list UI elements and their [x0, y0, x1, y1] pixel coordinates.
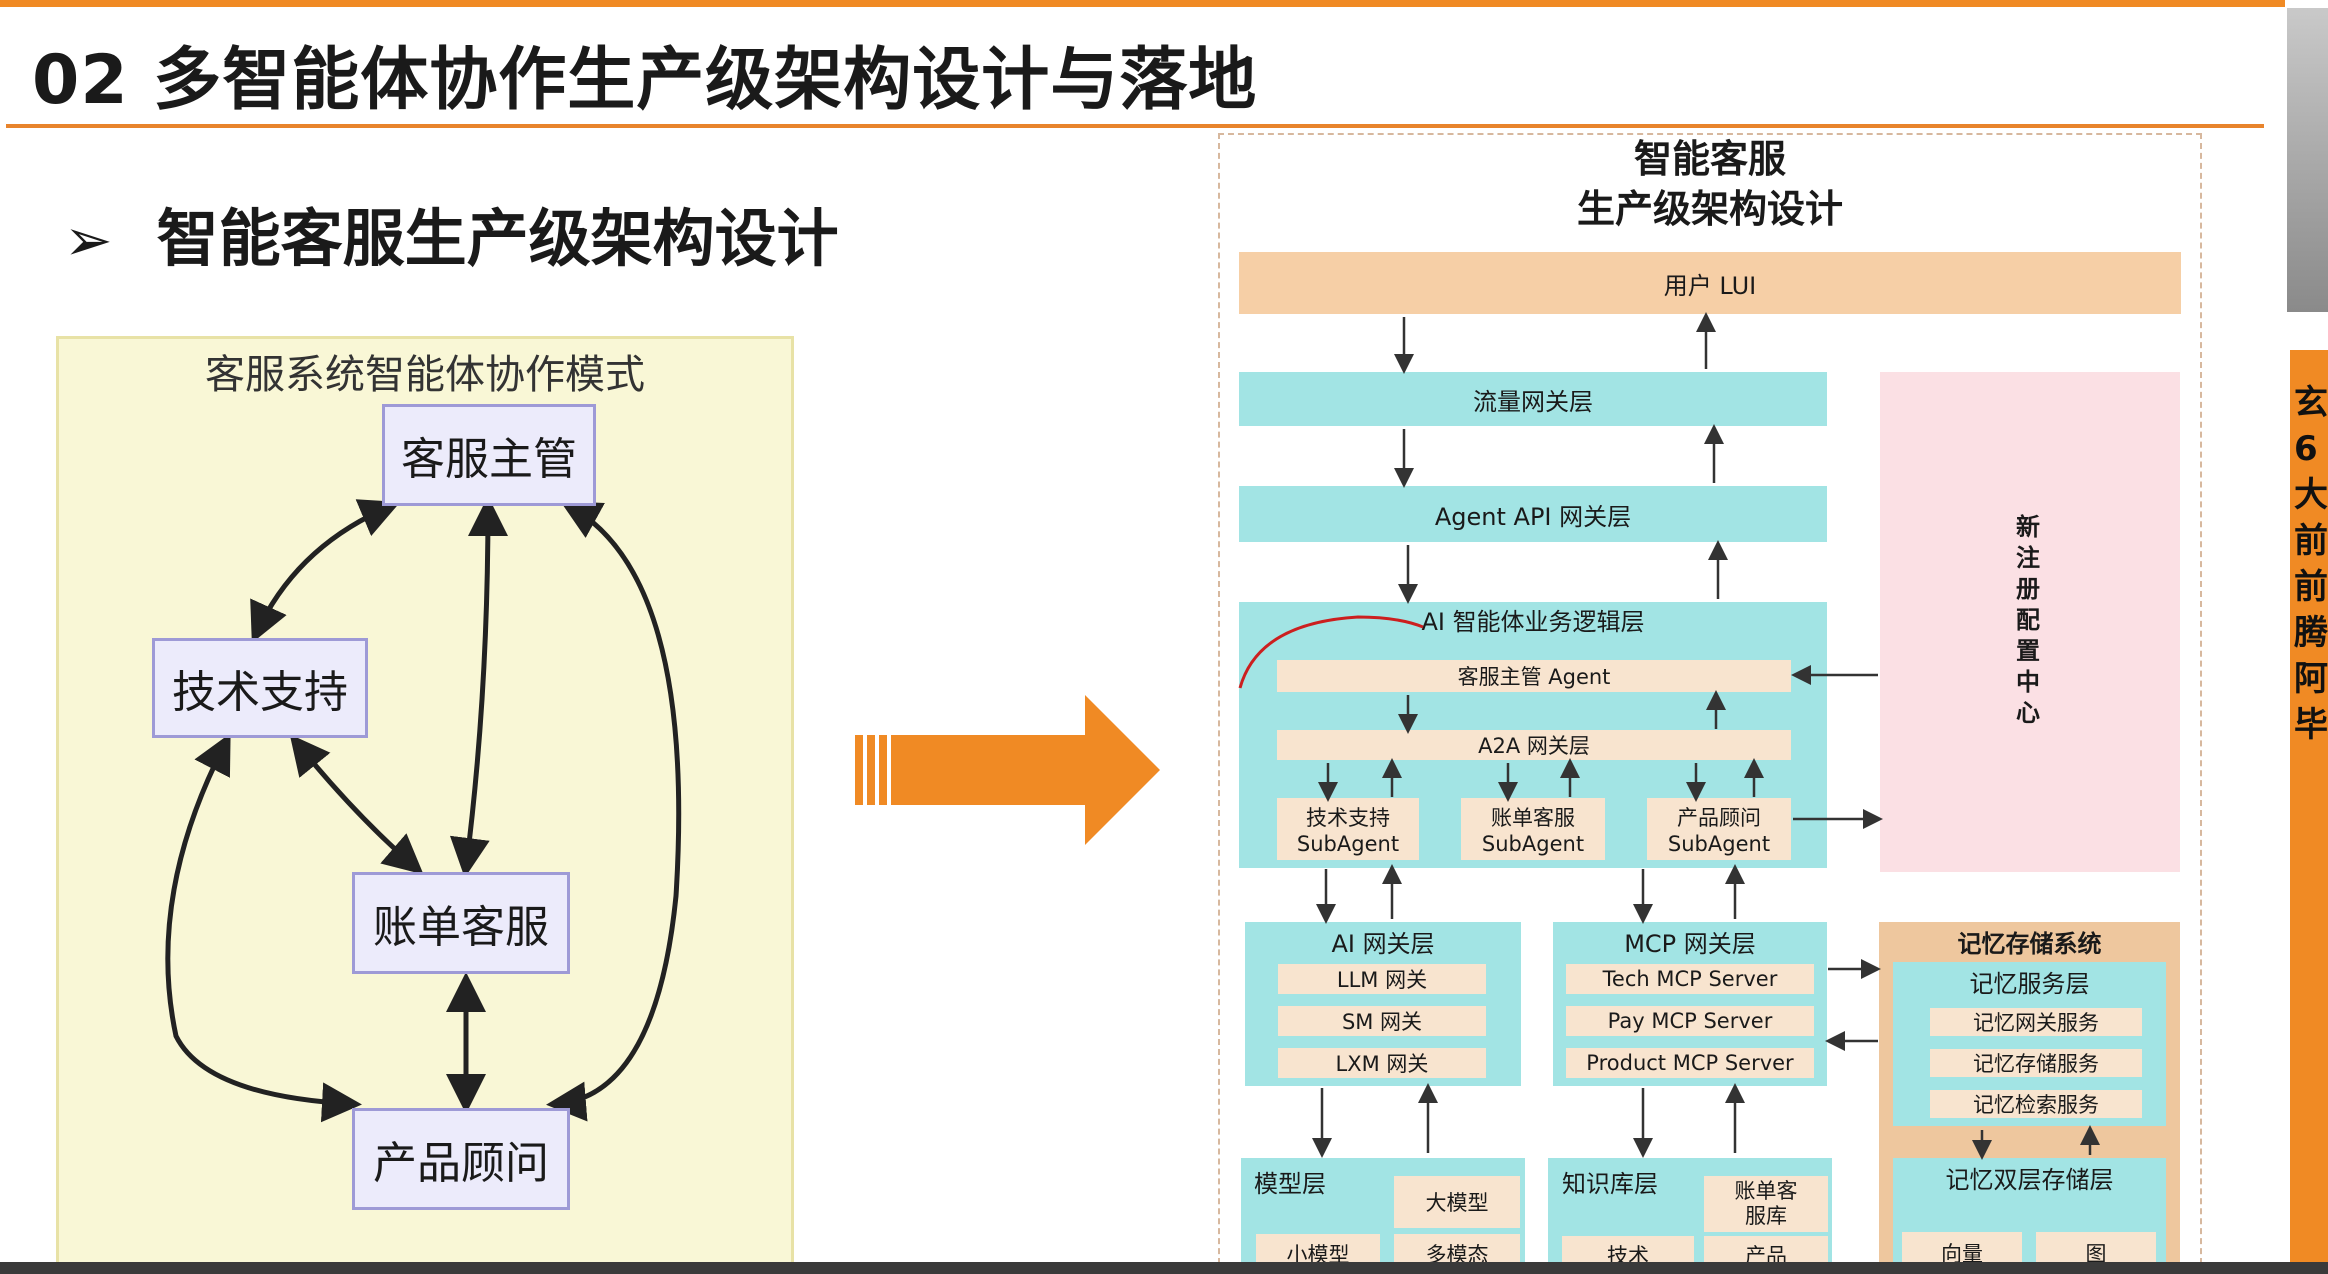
subagent-product-line2: SubAgent: [1667, 832, 1771, 856]
agent-node-supervisor: 客服主管: [382, 404, 596, 506]
memory-system-title: 记忆存储系统: [1957, 929, 2102, 958]
video-thumbnail[interactable]: [2287, 8, 2328, 312]
supervisor-agent-box: 客服主管 Agent: [1277, 660, 1791, 692]
user-lui-layer: 用户 LUI: [1239, 252, 2181, 314]
subagent-billing: 账单客服 SubAgent: [1461, 798, 1605, 860]
agent-api-gateway-layer: Agent API 网关层: [1239, 486, 1827, 542]
agent-node-product: 产品顾问: [352, 1108, 570, 1210]
tech-mcp-server-box: Tech MCP Server: [1566, 964, 1814, 994]
ai-logic-layer-title: AI 智能体业务逻辑层: [1421, 607, 1645, 636]
arrow-tech-product: [165, 733, 362, 1123]
a2a-gateway-box: A2A 网关层: [1277, 730, 1791, 760]
agent-node-tech-support: 技术支持: [152, 638, 368, 738]
subagent-tech-line1: 技术支持: [1306, 806, 1390, 830]
bottom-bar: [0, 1262, 2328, 1274]
subagent-billing-line2: SubAgent: [1481, 832, 1585, 856]
arrow-tech-billing: [289, 734, 424, 875]
bullet-arrow-icon: ➢: [64, 206, 113, 274]
memory-gateway-service: 记忆网关服务: [1930, 1008, 2142, 1036]
collaboration-diagram-title: 客服系统智能体协作模式: [205, 352, 645, 398]
architecture-title-line1: 智能客服: [1633, 137, 1786, 181]
large-model-box: 大模型: [1394, 1176, 1520, 1228]
arrow-supervisor-tech: [250, 499, 401, 644]
subagent-product: 产品顾问 SubAgent: [1647, 798, 1791, 860]
model-layer-title: 模型层: [1254, 1170, 1326, 1198]
subagent-tech-line2: SubAgent: [1296, 832, 1400, 856]
lxm-gateway-box: LXM 网关: [1278, 1048, 1486, 1078]
product-mcp-server-box: Product MCP Server: [1566, 1048, 1814, 1078]
transition-arrow-icon: [855, 695, 1160, 845]
memory-storage-service: 记忆存储服务: [1930, 1049, 2142, 1077]
knowledge-layer-title: 知识库层: [1562, 1170, 1658, 1198]
side-info-text: 玄6大前前腾阿毕: [2294, 383, 2328, 745]
pay-mcp-server-box: Pay MCP Server: [1566, 1006, 1814, 1036]
billing-kb-box: 账单客服库: [1704, 1176, 1828, 1232]
slide-subtitle: ➢ 智能客服生产级架构设计: [64, 188, 839, 278]
memory-retrieval-service: 记忆检索服务: [1930, 1090, 2142, 1118]
subagent-billing-line1: 账单客服: [1491, 806, 1575, 830]
title-divider: [6, 124, 2264, 128]
llm-gateway-box: LLM 网关: [1278, 964, 1486, 994]
side-info-panel: [2290, 350, 2328, 1274]
mcp-gateway-title: MCP 网关层: [1624, 929, 1756, 958]
architecture-title: 智能客服 生产级架构设计: [1218, 134, 2202, 234]
arrow-supervisor-product: [546, 501, 682, 1122]
subagent-tech: 技术支持 SubAgent: [1277, 798, 1419, 860]
architecture-title-line2: 生产级架构设计: [1576, 187, 1843, 231]
traffic-gateway-layer: 流量网关层: [1239, 372, 1827, 426]
top-accent-bar: [0, 0, 2285, 7]
subagent-product-line1: 产品顾问: [1677, 806, 1761, 830]
agent-node-billing: 账单客服: [352, 872, 570, 974]
registry-center-label: 新注册配置中心: [2016, 513, 2040, 727]
registry-center-panel: [1880, 372, 2180, 872]
slide-title: 02 多智能体协作生产级架构设计与落地: [32, 41, 1258, 120]
collaboration-arrows: [165, 496, 682, 1123]
subtitle-text: 智能客服生产级架构设计: [156, 202, 839, 275]
ai-gateway-title: AI 网关层: [1331, 929, 1435, 958]
memory-dual-storage-title: 记忆双层存储层: [1945, 1165, 2114, 1194]
arrow-supervisor-billing: [449, 496, 508, 878]
sm-gateway-box: SM 网关: [1278, 1006, 1486, 1036]
memory-service-layer-title: 记忆服务层: [1969, 969, 2090, 998]
